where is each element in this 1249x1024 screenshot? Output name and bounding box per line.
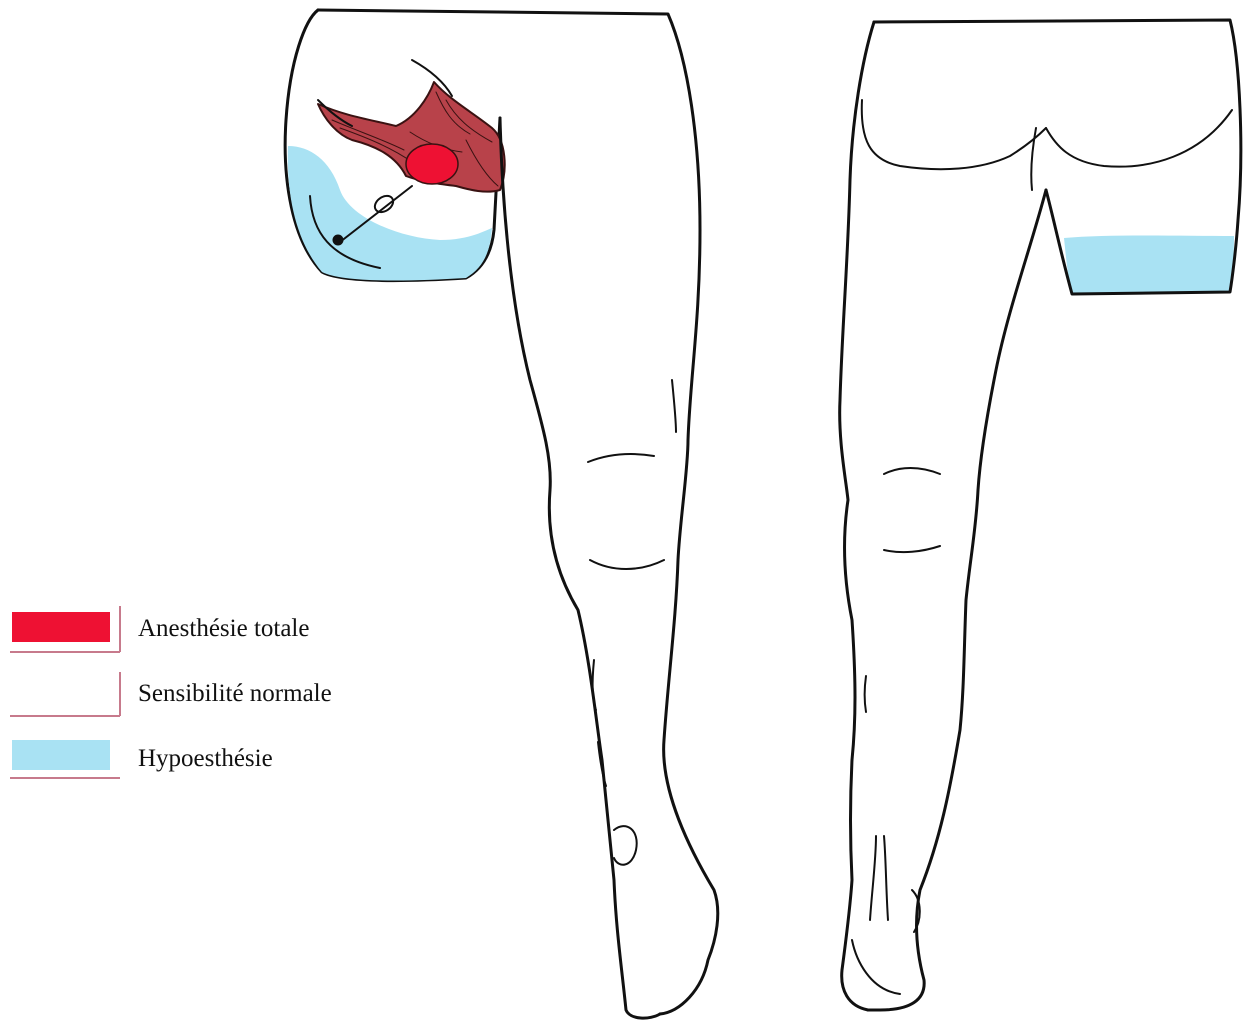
right-heel bbox=[852, 940, 900, 994]
gluteal-crease-left bbox=[862, 100, 1046, 169]
gluteal-cleft bbox=[1031, 128, 1036, 190]
anesthesia-zone bbox=[406, 144, 458, 184]
legend-label-hypoesthesia: Hypoesthésie bbox=[138, 746, 273, 771]
left-leg-front-edge bbox=[318, 10, 718, 1014]
right-leg-back-view bbox=[840, 20, 1241, 1010]
left-knee-bottom bbox=[590, 560, 664, 569]
gluteal-crease-right bbox=[1046, 110, 1232, 167]
right-knee-bottom bbox=[884, 546, 940, 552]
thigh-hypoesthesia-zone bbox=[1064, 236, 1234, 295]
left-knee-top bbox=[588, 454, 654, 462]
nerve-node-icon bbox=[334, 236, 342, 244]
left-ankle bbox=[614, 826, 637, 865]
legend-swatch-hypoesthesia bbox=[12, 740, 110, 770]
right-leg-right-edge bbox=[868, 190, 1046, 1010]
legend bbox=[10, 606, 120, 778]
right-achilles-1 bbox=[870, 836, 876, 920]
legend-label-anesthesia: Anesthésie totale bbox=[138, 616, 309, 641]
right-leg-left-edge bbox=[840, 22, 874, 1010]
left-thigh-line bbox=[672, 380, 676, 432]
right-achilles-2 bbox=[884, 836, 888, 920]
legend-swatch-anesthesia bbox=[12, 612, 110, 642]
right-knee-top bbox=[884, 468, 940, 474]
left-leg-side-view bbox=[285, 10, 718, 1018]
legend-label-normal: Sensibilité normale bbox=[138, 681, 332, 706]
legend-swatch-normal bbox=[12, 676, 110, 706]
right-calf-line bbox=[865, 676, 867, 712]
injection-marker-icon bbox=[372, 193, 396, 216]
